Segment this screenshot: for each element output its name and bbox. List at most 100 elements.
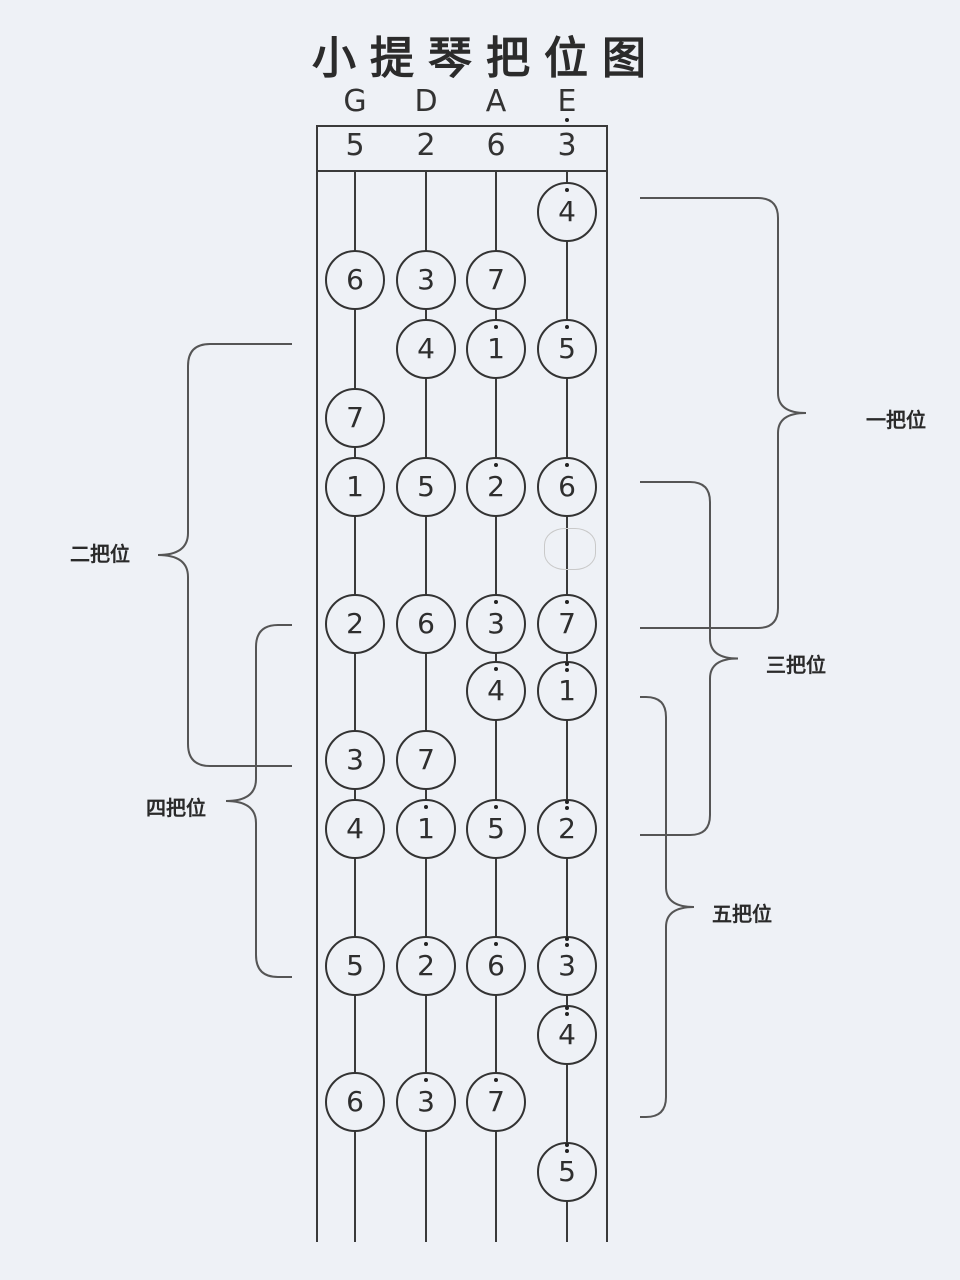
octave-up-dot-icon (564, 463, 569, 467)
jianpu-digit: 7 (346, 404, 364, 432)
jianpu-digit: 1 (487, 325, 505, 363)
note-circle-e: 3 (537, 936, 597, 996)
note-circle-e: 2 (537, 799, 597, 859)
digit-text: 4 (558, 1018, 576, 1051)
digit-text: 7 (346, 401, 364, 434)
digit-text: 1 (346, 470, 364, 503)
octave-up-dot-icon (564, 325, 569, 329)
jianpu-digit: 2 (417, 942, 435, 982)
note-circle-g: 5 (325, 936, 385, 996)
position-label: 一把位 (866, 408, 926, 432)
jianpu-digit: 2 (416, 128, 435, 163)
note-circle-a: 6 (466, 936, 526, 996)
open-string-note-g: 5 (335, 128, 375, 163)
octave-up-dot-icon (423, 942, 428, 946)
digit-text: 4 (417, 332, 435, 365)
jianpu-digit: 3 (417, 1078, 435, 1116)
octave-up-dot-icon (564, 600, 569, 604)
note-circle-a: 3 (466, 594, 526, 654)
digit-text: 6 (486, 128, 506, 163)
note-circle-e: 7 (537, 594, 597, 654)
jianpu-digit: 1 (346, 473, 364, 501)
jianpu-digit: 6 (346, 1088, 364, 1116)
jianpu-digit: 4 (346, 815, 364, 843)
jianpu-digit: 5 (417, 473, 435, 501)
digit-text: 7 (558, 607, 576, 640)
jianpu-digit: 5 (345, 128, 364, 163)
digit-text: 6 (487, 949, 505, 982)
jianpu-digit: 4 (487, 667, 505, 705)
jianpu-digit: 5 (487, 805, 505, 845)
jianpu-digit: 4 (417, 335, 435, 363)
open-string-divider (316, 170, 608, 172)
note-circle-g: 1 (325, 457, 385, 517)
jianpu-digit: 3 (346, 746, 364, 774)
digit-text: 4 (346, 812, 364, 845)
digit-text: 2 (346, 607, 364, 640)
jianpu-digit: 3 (417, 266, 435, 294)
digit-text: 6 (417, 607, 435, 640)
digit-text: 3 (417, 263, 435, 296)
jianpu-digit: 6 (558, 463, 576, 503)
string-line-d (425, 172, 427, 1242)
jianpu-digit: 1 (417, 805, 435, 843)
curly-brace-icon (640, 481, 739, 836)
digit-text: 2 (416, 128, 436, 163)
string-name-g: G (343, 84, 367, 119)
jianpu-digit: 4 (558, 1006, 576, 1051)
octave-up-dot-icon (493, 1078, 498, 1082)
note-circle-a: 1 (466, 319, 526, 379)
digit-text: 5 (487, 812, 505, 845)
digit-text: 7 (417, 743, 435, 776)
note-circle-d: 4 (396, 319, 456, 379)
jianpu-digit: 5 (346, 952, 364, 980)
jianpu-digit: 7 (487, 266, 505, 294)
jianpu-digit: 2 (558, 800, 576, 843)
octave-up-dot-icon (564, 937, 569, 947)
octave-up-dot-icon (564, 1143, 569, 1153)
note-circle-e: 4 (537, 1005, 597, 1065)
note-circle-a: 2 (466, 457, 526, 517)
digit-text: 7 (487, 1085, 505, 1118)
digit-text: 4 (558, 195, 576, 228)
digit-text: 5 (346, 949, 364, 982)
open-string-note-a: 6 (476, 128, 516, 163)
digit-text: 2 (417, 949, 435, 982)
jianpu-digit: 7 (417, 746, 435, 774)
digit-text: 5 (417, 470, 435, 503)
note-circle-d: 3 (396, 250, 456, 310)
digit-text: 5 (345, 128, 365, 163)
note-circle-g: 6 (325, 1072, 385, 1132)
octave-up-dot-icon (493, 325, 498, 329)
string-name-a: A (485, 84, 507, 119)
curly-brace-icon (640, 197, 807, 629)
jianpu-digit: 6 (487, 942, 505, 982)
digit-text: 6 (346, 1085, 364, 1118)
string-name-e: E (557, 84, 577, 119)
position-label: 五把位 (712, 902, 772, 926)
jianpu-digit: 7 (487, 1078, 505, 1118)
digit-text: 5 (558, 332, 576, 365)
note-circle-a: 5 (466, 799, 526, 859)
digit-text: 7 (487, 263, 505, 296)
curly-brace-icon (640, 696, 695, 1118)
curly-brace-icon (157, 343, 292, 767)
note-circle-e: 5 (537, 1142, 597, 1202)
note-circle-d: 2 (396, 936, 456, 996)
digit-text: 6 (558, 470, 576, 503)
page-title: 小提琴把位图 (312, 33, 660, 84)
octave-up-dot-icon (564, 800, 569, 810)
octave-up-dot-icon (564, 1006, 569, 1016)
octave-up-dot-icon (493, 463, 498, 467)
position-label: 四把位 (146, 796, 206, 820)
note-circle-g: 3 (325, 730, 385, 790)
octave-up-dot-icon (493, 667, 498, 671)
jianpu-digit: 2 (487, 463, 505, 501)
string-line-g (354, 172, 356, 1242)
note-circle-g: 4 (325, 799, 385, 859)
note-circle-g: 6 (325, 250, 385, 310)
octave-up-dot-icon (423, 805, 428, 809)
note-circle-a: 7 (466, 250, 526, 310)
curly-brace-icon (225, 624, 292, 978)
